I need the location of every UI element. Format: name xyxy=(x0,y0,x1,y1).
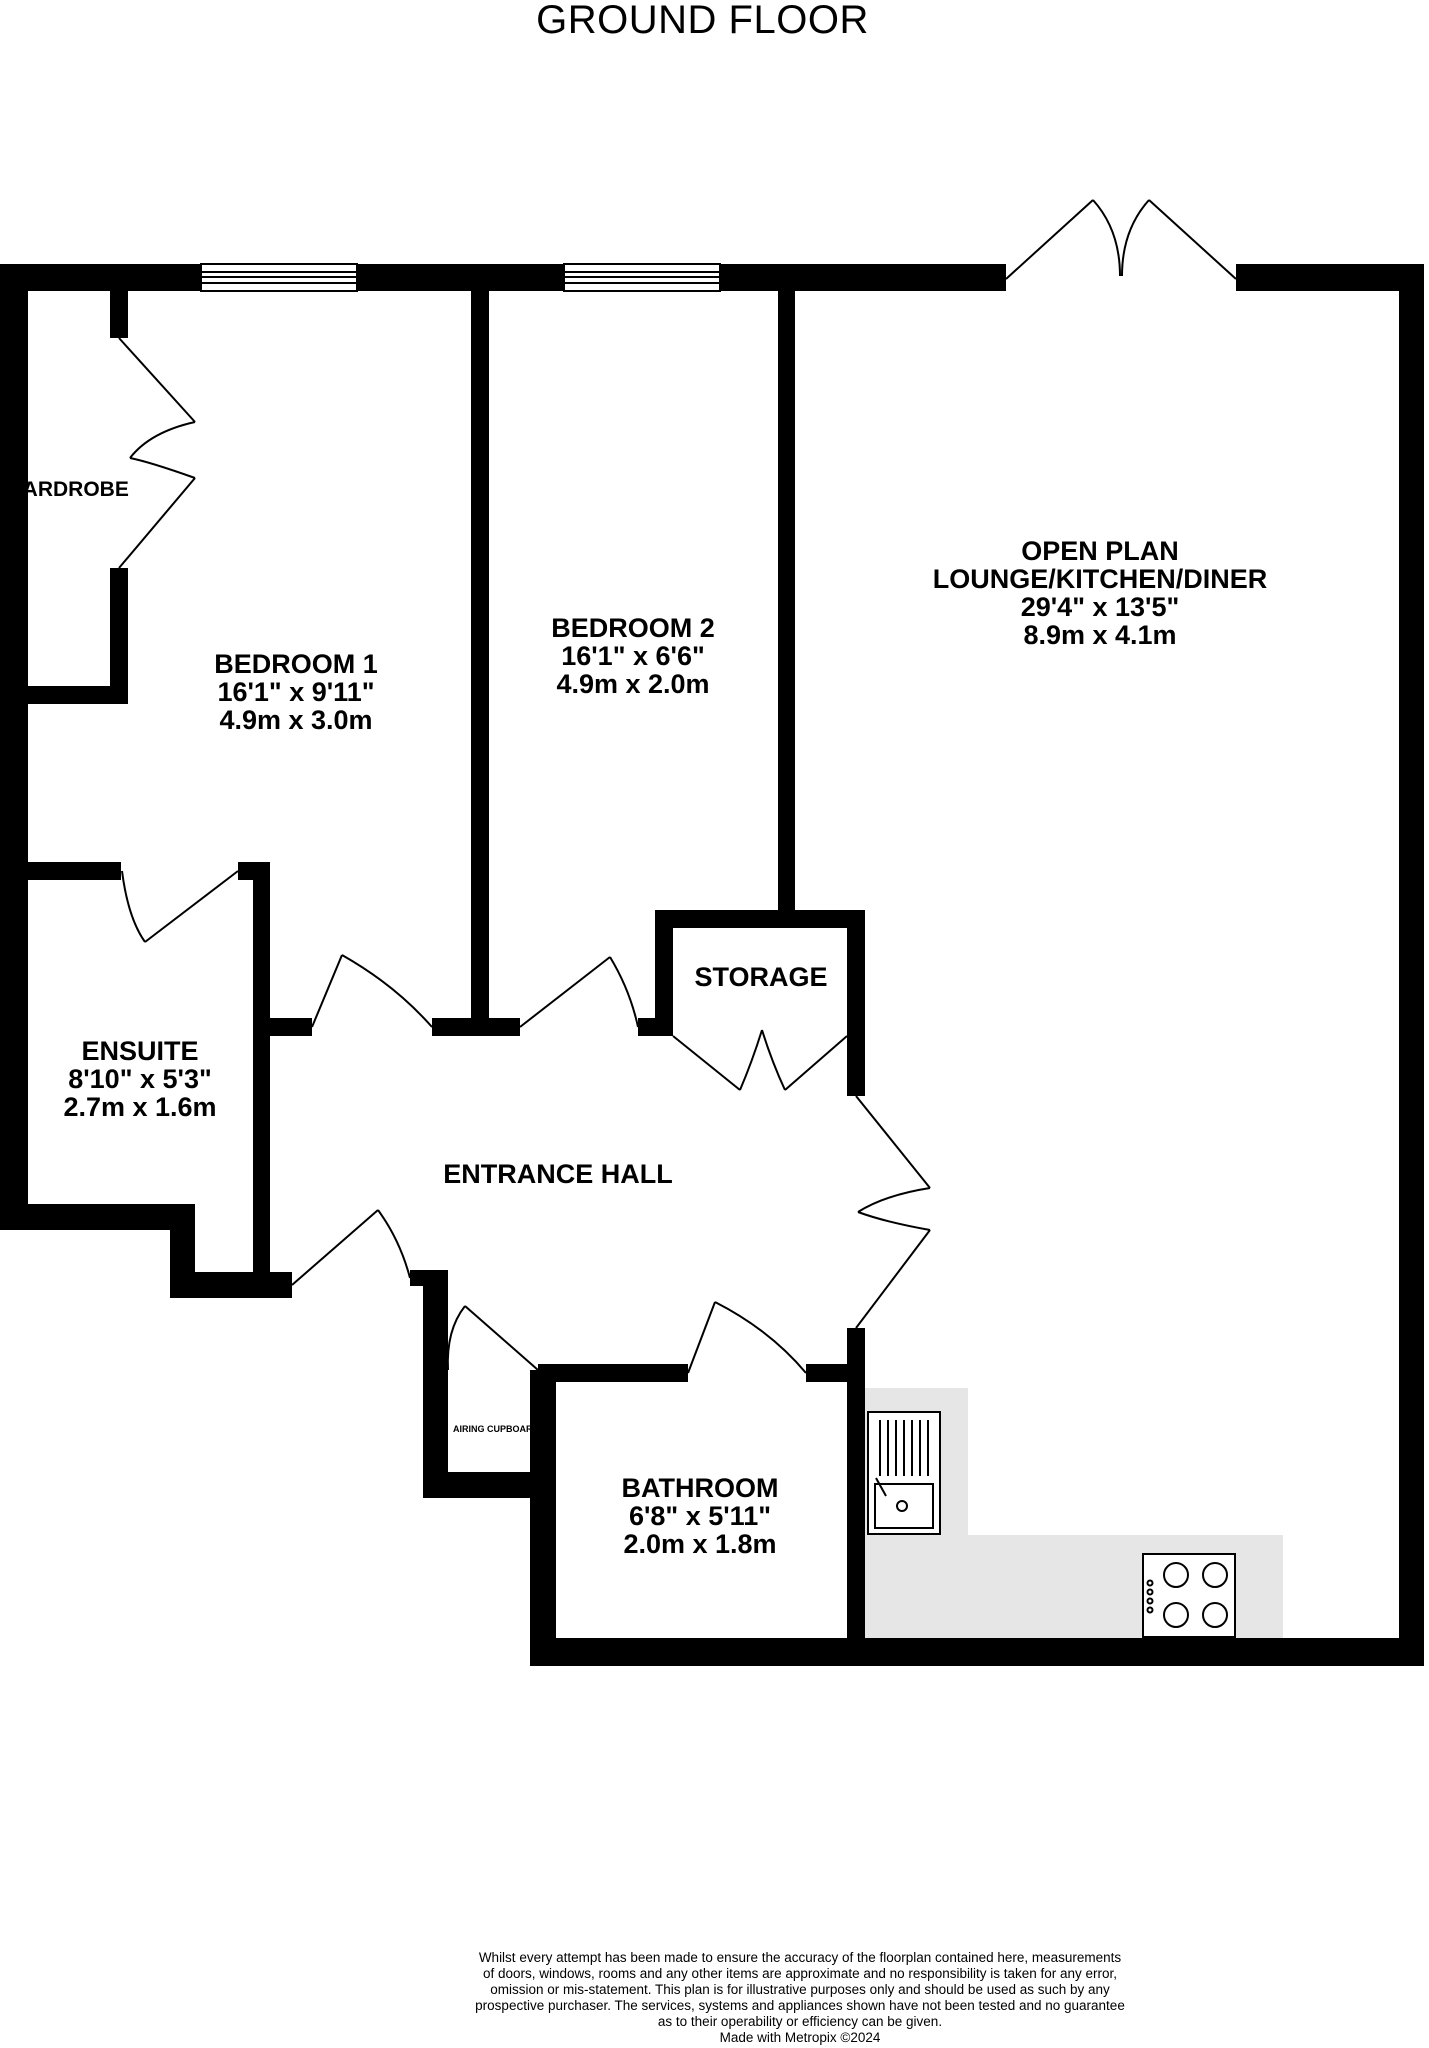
bedroom2-imperial: 16'1" x 6'6" xyxy=(561,641,705,671)
disclaimer-line: omission or mis-statement. This plan is … xyxy=(490,1982,1110,1997)
storage-name: STORAGE xyxy=(694,962,828,992)
disclaimer-line: of doors, windows, rooms and any other i… xyxy=(482,1966,1118,1981)
bedroom1-metric: 4.9m x 3.0m xyxy=(219,705,373,735)
hob-icon xyxy=(1142,1553,1236,1638)
plan-title: GROUND FLOOR xyxy=(536,0,869,42)
lounge-name-line1: OPEN PLAN xyxy=(1021,536,1179,566)
bedroom2-label: BEDROOM 2 16'1" x 6'6" 4.9m x 2.0m xyxy=(533,614,733,698)
window-bedroom1 xyxy=(200,263,358,292)
lounge-metric: 8.9m x 4.1m xyxy=(1023,620,1177,650)
storage-label: STORAGE xyxy=(680,963,842,991)
bedroom1-name: BEDROOM 1 xyxy=(214,649,378,679)
disclaimer-line: prospective purchaser. The services, sys… xyxy=(475,1998,1125,2013)
bedroom1-imperial: 16'1" x 9'11" xyxy=(217,677,375,707)
bedroom2-name: BEDROOM 2 xyxy=(551,613,715,643)
doors xyxy=(118,199,1237,1374)
kitchen-sink-icon xyxy=(867,1411,941,1535)
bathroom-imperial: 6'8" x 5'11" xyxy=(628,1501,772,1531)
bathroom-label: BATHROOM 6'8" x 5'11" 2.0m x 1.8m xyxy=(600,1474,800,1558)
bathroom-name: BATHROOM xyxy=(621,1473,779,1503)
window-bedroom2 xyxy=(563,263,721,292)
metropix-credit: Made with Metropix ©2024 xyxy=(719,2030,881,2045)
ensuite-label: ENSUITE 8'10" x 5'3" 2.7m x 1.6m xyxy=(40,1037,240,1121)
wardrobe-label: WARDROBE xyxy=(4,478,129,501)
disclaimer-line: Whilst every attempt has been made to en… xyxy=(478,1950,1122,1965)
lounge-name-line2: LOUNGE/KITCHEN/DINER xyxy=(932,564,1268,594)
walls xyxy=(0,264,1424,1666)
disclaimer: Whilst every attempt has been made to en… xyxy=(450,1950,1150,2046)
ensuite-name: ENSUITE xyxy=(81,1036,199,1066)
bedroom2-metric: 4.9m x 2.0m xyxy=(556,669,710,699)
lounge-imperial: 29'4" x 13'5" xyxy=(1020,592,1180,622)
airing-cupboard-label: AIRING CUPBOARD xyxy=(452,1424,539,1434)
ensuite-metric: 2.7m x 1.6m xyxy=(63,1092,217,1122)
hall-label: ENTRANCE HALL xyxy=(408,1160,708,1188)
bathroom-metric: 2.0m x 1.8m xyxy=(623,1529,777,1559)
bedroom1-label: BEDROOM 1 16'1" x 9'11" 4.9m x 3.0m xyxy=(196,650,396,734)
disclaimer-line: as to their operability or efficiency ca… xyxy=(657,2014,943,2029)
ensuite-imperial: 8'10" x 5'3" xyxy=(68,1064,212,1094)
lounge-label: OPEN PLAN LOUNGE/KITCHEN/DINER 29'4" x 1… xyxy=(910,537,1290,649)
hall-name: ENTRANCE HALL xyxy=(443,1159,673,1189)
